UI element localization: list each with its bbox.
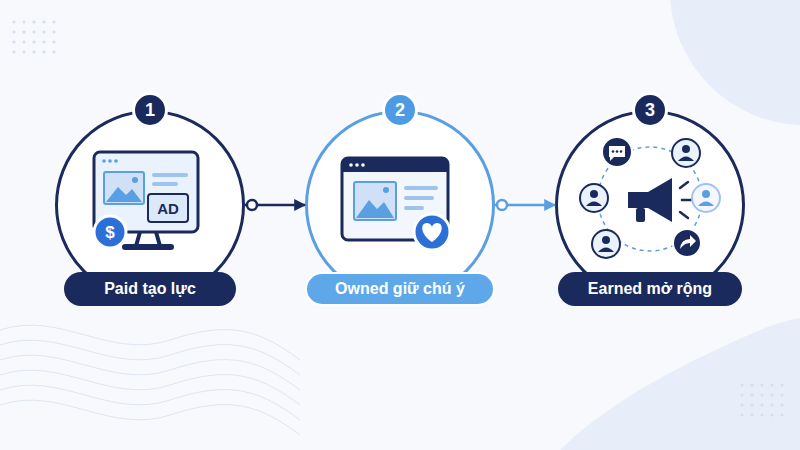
flow-arrow: [245, 204, 305, 207]
flow-connector-group: [245, 200, 305, 210]
step-label: Earned mở rộng: [558, 272, 742, 306]
connector-start-ring: [247, 200, 257, 210]
dot-grid: [12, 20, 55, 53]
step-circle: 3Earned mở rộng: [555, 110, 745, 300]
dot-grid: [740, 383, 783, 416]
monitor-icon: [94, 152, 198, 250]
step-circle: 2Owned giữ chú ý: [305, 110, 495, 300]
corner-blob: [670, 0, 800, 125]
step-label: Owned giữ chú ý: [305, 272, 495, 306]
step-number: 3: [632, 92, 668, 128]
browser-icon: [342, 158, 450, 250]
flow-arrow: [495, 204, 555, 207]
flow-connector-group: [495, 200, 555, 210]
connector-start-ring: [497, 200, 507, 210]
step-circle: 1Paid tạo lực: [55, 110, 245, 300]
step-label: Paid tạo lực: [64, 272, 236, 306]
megaphone-network-icon: [580, 137, 720, 258]
corner-blob: [560, 318, 800, 450]
currency-symbol: $: [105, 224, 114, 241]
ad-tag: AD: [157, 201, 179, 216]
step-number: 1: [132, 92, 168, 128]
step-number: 2: [382, 92, 418, 128]
wave-lines: [0, 325, 300, 435]
